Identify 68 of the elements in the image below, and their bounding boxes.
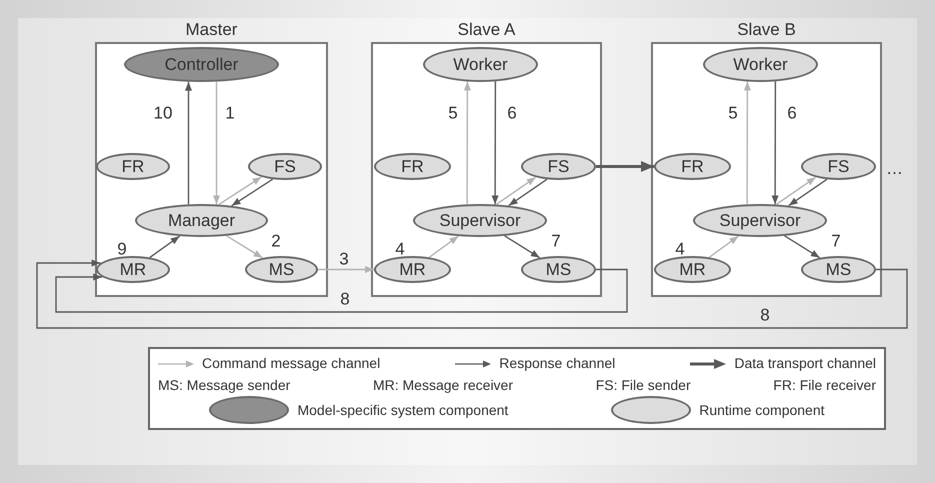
edge-label: 3 [339, 250, 349, 268]
arrow [55, 268, 628, 313]
edge-label: 10 [154, 104, 172, 122]
abbreviation-note: FS: File sender [596, 376, 691, 394]
edge-label: 9 [117, 240, 127, 258]
arrow [744, 82, 751, 204]
component-ellipse: FS [521, 153, 596, 180]
component-ellipse: Worker [703, 47, 818, 82]
container-title: Master [184, 20, 238, 40]
component-ellipse: Supervisor [413, 204, 547, 237]
arrow [213, 82, 220, 204]
edge-label: 6 [507, 104, 517, 122]
edge-label: 5 [448, 104, 458, 122]
component-ellipse: MR [374, 256, 451, 283]
legend-text: Runtime component [699, 400, 825, 420]
component-ellipse: MR [654, 256, 731, 283]
abbreviation-note: MR: Message receiver [372, 376, 514, 395]
arrow [596, 161, 654, 172]
arrow [784, 235, 820, 258]
legend-text: Command message channel [202, 354, 380, 373]
arrow [218, 176, 262, 206]
component-ellipse: FR [374, 153, 451, 180]
arrow [36, 260, 908, 329]
component-ellipse: FR [96, 153, 170, 180]
component-ellipse: FS [801, 153, 876, 180]
container-title: Slave A [456, 20, 516, 40]
arrow [772, 81, 779, 204]
edge-label: 5 [728, 104, 738, 122]
abbreviation-note: MS: Message sender [158, 376, 290, 395]
legend-text: Model-specific system component [297, 400, 508, 420]
legend-text: Data transport channel [734, 354, 876, 373]
edge-label: 7 [831, 232, 841, 250]
arrow [504, 235, 540, 258]
edge-label: 7 [551, 232, 561, 250]
arrow [708, 236, 739, 258]
component-ellipse: Worker [423, 47, 538, 82]
abbreviation-note: FR: File receiver [773, 376, 876, 394]
arrow [428, 236, 459, 258]
arrow [149, 236, 180, 258]
edge-label: 4 [395, 240, 405, 258]
component-ellipse: FR [654, 153, 731, 180]
component-ellipse: MR [96, 256, 170, 283]
arrow [496, 176, 536, 206]
edge-label: 1 [225, 104, 235, 122]
component-ellipse: FS [248, 153, 322, 180]
component-ellipse: Supervisor [693, 204, 827, 237]
arrow [492, 81, 499, 204]
arrow [508, 178, 548, 206]
arrow [318, 266, 374, 273]
container-title: Slave B [736, 20, 797, 40]
arrow [464, 82, 471, 204]
edge-label: 8 [760, 306, 770, 324]
component-ellipse: Manager [135, 204, 268, 237]
arrow [788, 178, 828, 206]
edge-label: 2 [271, 232, 281, 250]
component-ellipse: MS [801, 256, 876, 283]
legend-text: Response channel [499, 354, 616, 373]
arrow [776, 176, 816, 206]
edge-label: 6 [787, 104, 797, 122]
edge-label: 8 [340, 290, 350, 308]
component-ellipse: MS [245, 256, 318, 283]
ellipsis-label: … [886, 158, 903, 180]
component-ellipse: MS [521, 256, 596, 283]
arrow [226, 235, 263, 258]
component-ellipse: Controller [124, 47, 279, 82]
edge-label: 4 [675, 240, 685, 258]
arrow [185, 82, 192, 204]
arrow [231, 178, 274, 206]
